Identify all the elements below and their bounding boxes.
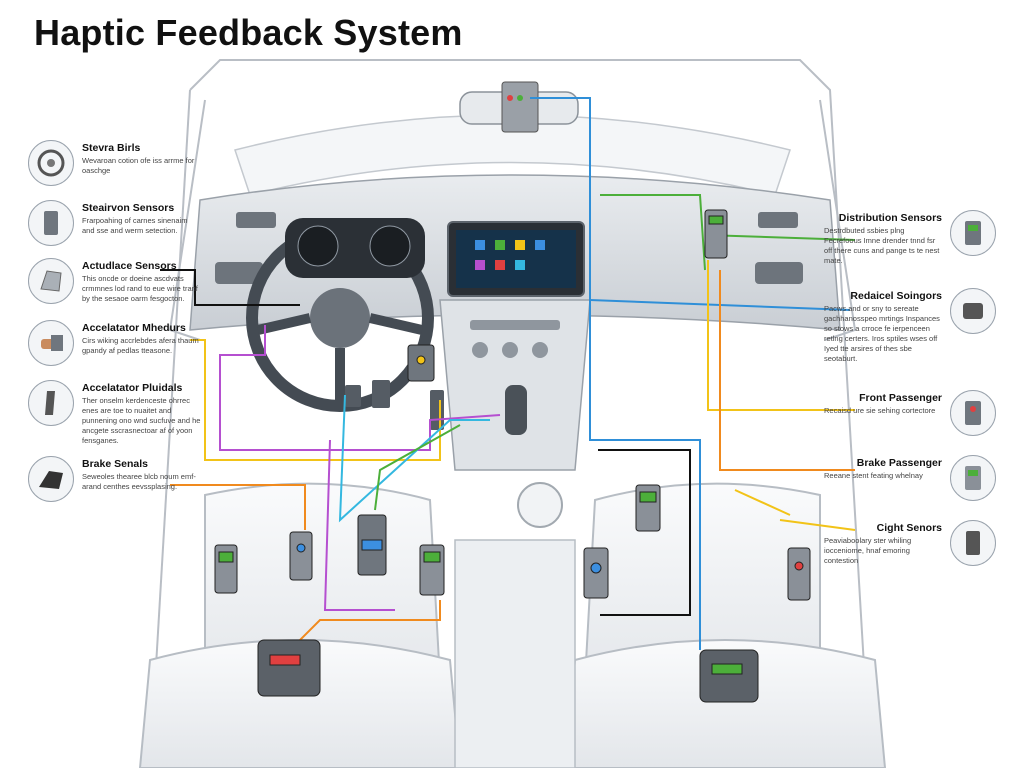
callout-left-5-desc: Ther onselm kerdenceste ohrrec enes are …: [82, 396, 201, 445]
pedal-icon: [28, 380, 74, 426]
callout-right-2-desc: Pacws and or sny to sereate gachhanosspe…: [824, 304, 940, 363]
air-vents: [215, 212, 803, 284]
wire-yellow3: [734, 489, 856, 531]
rear-console: [454, 539, 576, 768]
callout-right-5-desc: Peaviaboolary ster whiling iocceniome, h…: [824, 536, 912, 565]
module-wheel: [407, 344, 435, 382]
wiring-harness: [160, 97, 856, 651]
callout-right-4-desc: Reeane stent feating whelnay: [824, 471, 923, 480]
wire-purple2: [323, 439, 395, 611]
module-seat-right-1: [583, 547, 609, 599]
module-seat-right-2: [787, 547, 811, 601]
wire-blue1: [530, 97, 701, 650]
module-seat-left-3: [419, 544, 445, 596]
rear-view-mirror: [459, 81, 579, 133]
mirror-indicator-red: [507, 95, 513, 101]
wire-purple1: [219, 325, 501, 451]
steering-wheel-icon: [28, 140, 74, 186]
callout-left-4-desc: Cirs wiking accrlebdes afera thaum gpand…: [82, 336, 199, 355]
callout-right-3-desc: Recaisd ure sie sehing cortectore: [824, 406, 936, 415]
wire-black1: [160, 269, 300, 306]
wire-orange3: [289, 600, 441, 651]
gear-shifter: [505, 385, 527, 435]
infotainment-screen: [447, 221, 585, 297]
sensor-modules: [214, 209, 811, 703]
callout-left-3-name: Actudlace Sensors: [82, 260, 177, 272]
module-dashboard-right: [704, 209, 728, 259]
wire-orange1: [170, 484, 306, 530]
callout-left-1-desc: Wevaroan cotion ofe iss arrme for oaschg…: [82, 156, 195, 175]
radial-sensor-icon: [950, 288, 996, 334]
wire-orange2: [719, 270, 855, 471]
wire-yellow1: [190, 339, 441, 461]
callout-left-6-name: Brake Senals: [82, 458, 148, 470]
page-title: Haptic Feedback System: [34, 12, 463, 53]
module-floor-right: [699, 649, 759, 703]
callout-left-2-name: Steairvon Sensors: [82, 202, 175, 214]
callout-right-1-desc: Destrdbuted ssbies plng Fecrefoous Imne …: [824, 226, 940, 265]
brake-passenger-icon: [950, 455, 996, 501]
callout-right-1-name: Distribution Sensors: [838, 212, 942, 224]
distribution-module-icon: [950, 210, 996, 256]
wire-green2: [704, 234, 856, 241]
callout-right-5-name: Cight Senors: [876, 522, 942, 534]
callout-left-2-desc: Frarpoahing of carnes sinenaim and sse a…: [82, 216, 188, 235]
cup-holder: [517, 482, 563, 528]
module-seat-left-1: [214, 544, 238, 594]
callout-right-4-name: Brake Passenger: [856, 457, 942, 469]
light-sensor-icon: [950, 520, 996, 566]
module-center-right: [635, 484, 661, 532]
wire-yellow2: [707, 260, 855, 411]
wire-green1: [600, 194, 706, 271]
callout-right-2-name: Redaicel Soingors: [850, 290, 942, 302]
hand-control-icon: [28, 320, 74, 366]
sensor-module-icon: [28, 200, 74, 246]
callout-left-6-desc: Seweoles thearee blcb noum emf-arand cen…: [82, 472, 196, 491]
wire-black2: [598, 449, 691, 616]
callout-right-3-name: Front Passenger: [859, 392, 942, 404]
seat-cushions: [138, 639, 887, 768]
wire-green3: [374, 424, 461, 511]
callout-left-5-name: Accelatator Pluidals: [82, 382, 183, 394]
seat-actuator-icon: [28, 258, 74, 304]
callout-left-3-desc: This oncde or doeine ascdvats crmmnes lo…: [82, 274, 198, 303]
brake-pedal-icon: [28, 456, 74, 502]
callout-left-4-name: Accelatator Mhedurs: [82, 322, 186, 334]
callout-left-1-name: Stevra Birls: [82, 142, 141, 154]
passenger-module-icon: [950, 390, 996, 436]
instrument-cluster: [285, 218, 425, 278]
module-seat-left-2: [289, 531, 313, 581]
car-body-outline: [149, 59, 871, 768]
front-seats: [204, 482, 821, 691]
wire-cyan1: [338, 394, 490, 523]
module-floor-left: [257, 639, 321, 697]
climate-controls: [470, 320, 560, 358]
module-center-left: [357, 514, 387, 576]
